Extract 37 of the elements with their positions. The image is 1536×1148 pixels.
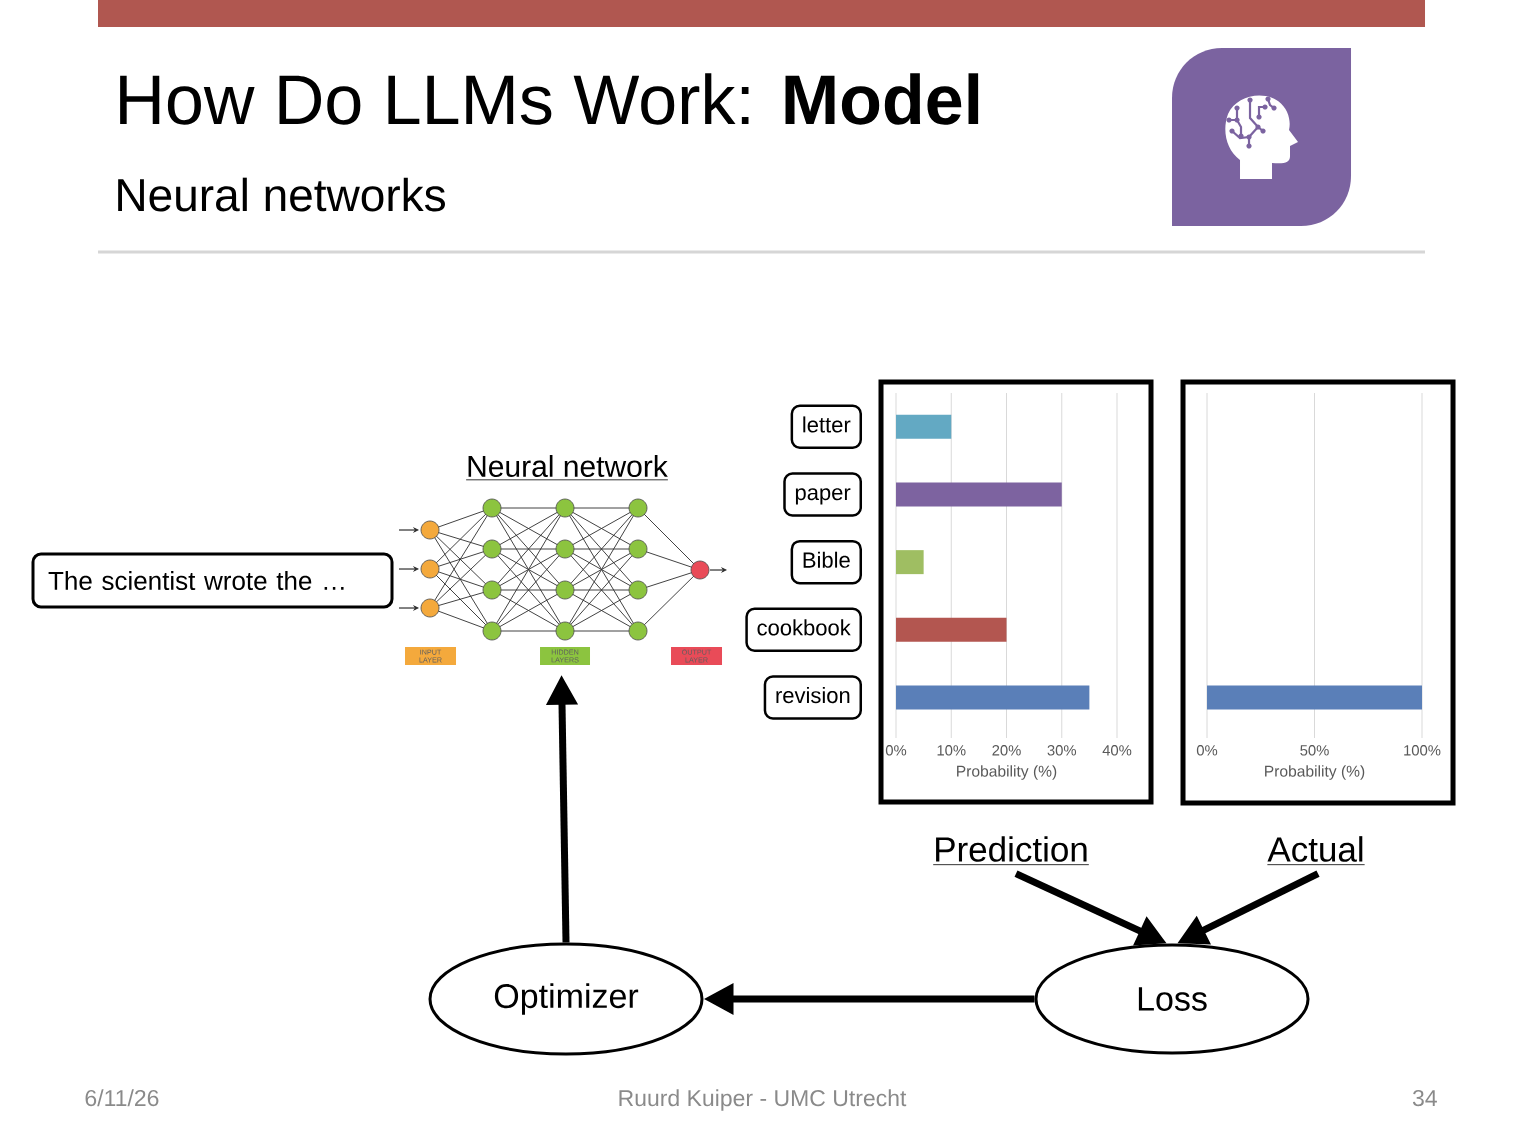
label-box: letter bbox=[790, 404, 862, 450]
label-box: Bible bbox=[790, 539, 862, 585]
text-box: The scientist wrote the … bbox=[31, 552, 394, 609]
x-tick-label: 30% bbox=[1047, 745, 1077, 756]
page-number: 34 bbox=[1412, 1089, 1437, 1107]
y-tick-label: cookbook bbox=[757, 619, 851, 636]
x-tick-label: 0% bbox=[1196, 745, 1218, 756]
oval: Loss bbox=[1034, 943, 1310, 1055]
x-axis-title: Probability (%) bbox=[1265, 765, 1365, 780]
date: 6/11/26 bbox=[85, 1089, 159, 1107]
bar bbox=[896, 617, 1007, 642]
top-bar bbox=[98, 0, 1425, 27]
footer-text: Ruurd Kuiper - UMC Utrecht bbox=[619, 1089, 907, 1111]
y-tick-label: paper bbox=[795, 488, 851, 505]
label-box: revision bbox=[763, 675, 862, 720]
title: How Do LLMs Work: Model bbox=[120, 73, 979, 125]
label-box: paper bbox=[783, 472, 862, 517]
x-tick-label: 0% bbox=[885, 745, 907, 756]
y-tick-label: Bible bbox=[803, 551, 850, 568]
bar bbox=[896, 414, 952, 439]
x-tick-label: 20% bbox=[992, 745, 1021, 756]
x-tick-label: 40% bbox=[1102, 745, 1132, 756]
x-tick-label: 50% bbox=[1300, 745, 1329, 756]
y-tick-label: revision bbox=[776, 687, 850, 704]
bar bbox=[896, 685, 1090, 710]
oval: Optimizer bbox=[428, 942, 704, 1056]
label-box: cookbook bbox=[745, 607, 862, 652]
bar bbox=[896, 482, 1062, 507]
bar bbox=[896, 550, 924, 575]
y-tick-label: letter bbox=[803, 416, 851, 433]
heading: Prediction bbox=[932, 836, 1090, 866]
x-tick-label: 10% bbox=[937, 745, 966, 756]
x-axis-title: Probability (%) bbox=[957, 765, 1057, 780]
subtitle: Neural networks bbox=[118, 177, 445, 212]
heading: Actual bbox=[1266, 836, 1366, 866]
x-tick-label: 100% bbox=[1404, 745, 1441, 756]
heading: Neural network bbox=[465, 455, 669, 481]
